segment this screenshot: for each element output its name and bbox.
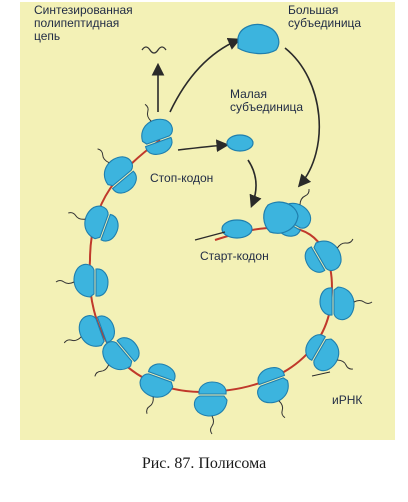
- arrow-to-small-subunit: [177, 139, 230, 153]
- ribosome: [257, 367, 289, 419]
- ribosome: [319, 286, 373, 321]
- assembling-ribosome: [221, 201, 299, 239]
- ribosome: [55, 263, 109, 298]
- label-mrna: иРНК: [332, 393, 363, 407]
- free-small-subunit: [226, 134, 254, 152]
- ribosome: [68, 205, 119, 242]
- ribosome: [304, 238, 354, 273]
- ribosome: [193, 381, 228, 435]
- label-synthesized-chain: Синтезированная полипептидная цепь: [34, 3, 133, 43]
- ribosome-group: [55, 103, 373, 435]
- label-large-subunit: Большая субъединица: [288, 3, 362, 30]
- ribosome: [139, 363, 176, 414]
- ribosome: [63, 315, 115, 347]
- mrna-lead: [194, 231, 226, 241]
- ribosome: [305, 334, 353, 372]
- ribosome: [97, 148, 137, 194]
- arrow-to-large-subunit: [169, 37, 241, 113]
- label-start-codon: Старт-кодон: [200, 249, 269, 263]
- label-small-subunit: Малая субъединица: [230, 87, 304, 114]
- arrow-small-to-start: [247, 159, 262, 208]
- pointer-mrna: [311, 371, 331, 377]
- ribosome: [94, 337, 140, 377]
- free-large-subunit: [237, 23, 280, 55]
- label-stop-codon: Стоп-кодон: [150, 171, 214, 185]
- arrow-large-to-start: [284, 47, 320, 188]
- released-polypeptide-chain: [141, 46, 167, 54]
- figure-caption: Рис. 87. Полисома: [141, 455, 267, 472]
- ribosome: [141, 103, 173, 155]
